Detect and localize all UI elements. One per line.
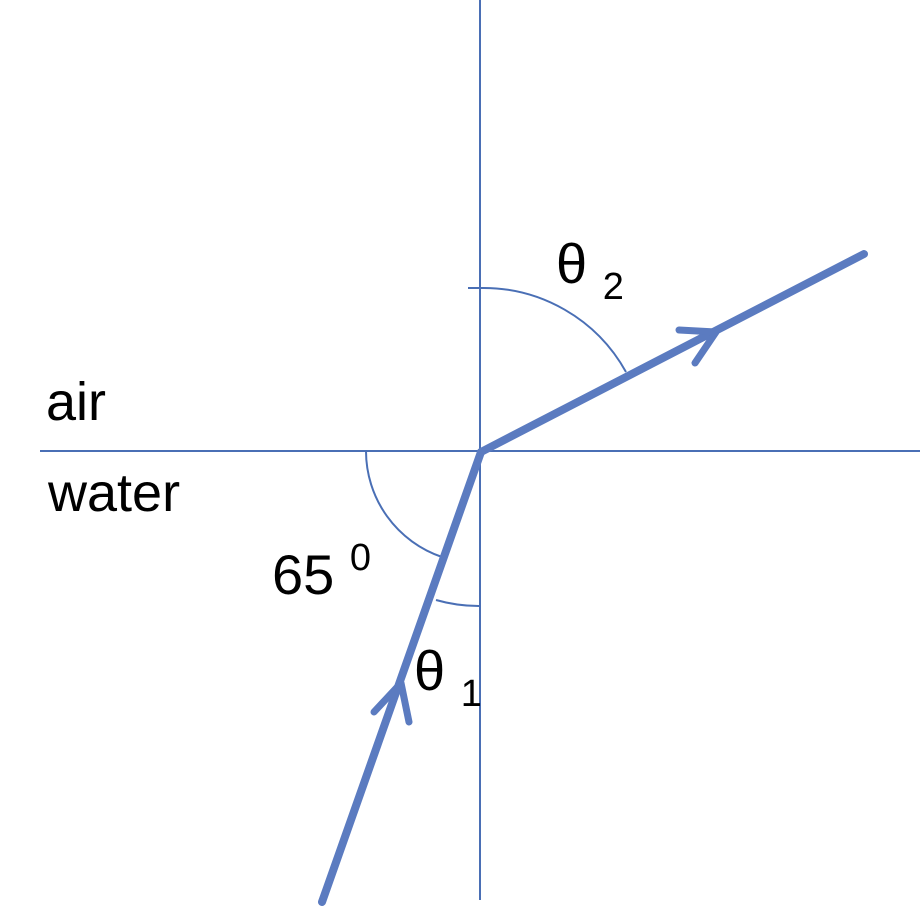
theta2-label: θ 2 — [556, 232, 624, 308]
water-label: water — [47, 463, 180, 523]
theta1-label: θ 1 — [414, 639, 482, 715]
angle-65-label: 65 0 — [272, 537, 371, 606]
air-label: air — [46, 372, 106, 432]
theta2-symbol: θ — [556, 232, 587, 295]
incident-ray — [318, 448, 485, 906]
angle-65-arc — [365, 450, 443, 558]
angle-65-degree: 0 — [350, 537, 371, 579]
theta2-subscript: 2 — [603, 266, 624, 308]
refracted-arrow-icon — [675, 326, 720, 367]
theta1-symbol: θ — [414, 639, 445, 702]
theta1-arc — [435, 599, 481, 608]
refracted-ray — [477, 250, 868, 456]
theta2-arc — [468, 286, 627, 373]
incident-arrow-icon — [370, 679, 413, 726]
theta1-subscript: 1 — [461, 673, 482, 715]
angle-65-value: 65 — [272, 543, 334, 606]
